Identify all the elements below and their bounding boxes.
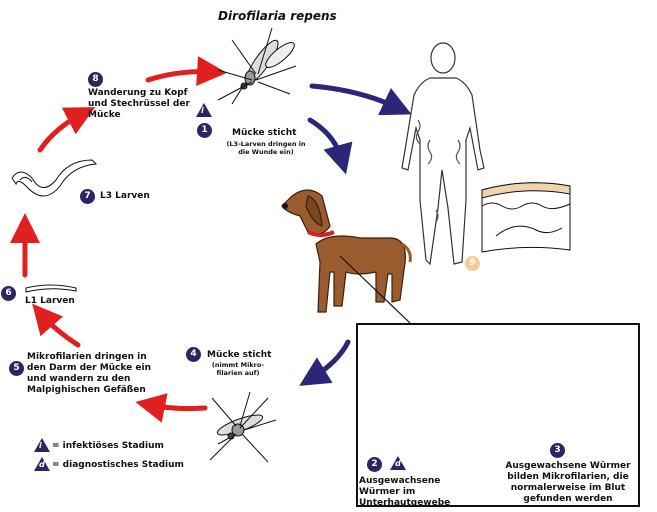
step-4-label: Mücke sticht — [207, 350, 272, 360]
step-7-label: L3 Larven — [100, 191, 150, 201]
inset-pointer-line — [339, 255, 411, 324]
adult-worm-inset — [356, 323, 640, 507]
red-cycle-arrows — [9, 56, 227, 423]
legend-infective-text: = infektiöses Stadium — [52, 441, 164, 451]
skin-cross-section — [481, 182, 571, 253]
step-7-badge: 7 — [80, 189, 95, 204]
legend-diagnostic-marker: d — [34, 457, 50, 471]
step-5-label: Mikrofilarien dringen in den Darm der Mü… — [27, 352, 151, 395]
l1-larva-illustration — [25, 284, 77, 293]
step-8-badge: 8 — [88, 72, 103, 87]
mosquito-top-illustration — [217, 27, 297, 105]
infective-stage-symbol: i — [201, 106, 204, 115]
legend-diagnostic-text: = diagnostisches Stadium — [52, 460, 184, 470]
human-illustration — [401, 42, 485, 266]
diagram-title: Dirofilaria repens — [218, 9, 337, 23]
dog-illustration — [281, 189, 412, 313]
step-6-label: L1 Larven — [25, 296, 75, 306]
diagnostic-stage-marker: d — [390, 456, 406, 470]
legend-infective-symbol: i — [39, 441, 42, 450]
step-2-label: Ausgewachsene Würmer im Unterhautgewebe — [359, 476, 451, 508]
arrow-4-to-5 — [135, 393, 208, 423]
step-4-badge: 4 — [186, 347, 201, 362]
legend-diagnostic-symbol: d — [39, 460, 45, 469]
step-1-sub: (L3-Larven dringen in die Wunde ein) — [226, 140, 306, 156]
step-9-badge: 9 — [465, 256, 480, 271]
step-6-badge: 6 — [1, 286, 16, 301]
step-3-label: Ausgewachsene Würmer bilden Mikrofilarie… — [505, 461, 631, 504]
step-2-badge: 2 — [367, 457, 382, 472]
diagnostic-stage-symbol: d — [395, 459, 401, 468]
arrow-mosquito-to-human — [309, 83, 412, 116]
arrow-5-to-6 — [32, 303, 81, 348]
arrow-dog-to-mosquito — [299, 339, 351, 386]
step-3-badge: 3 — [550, 443, 565, 458]
mosquito-bottom-illustration — [209, 391, 277, 463]
step-1-badge: 1 — [197, 123, 212, 138]
arrow-8-to-1 — [145, 56, 227, 87]
arrow-mosquito-to-dog — [307, 117, 353, 175]
step-5-badge: 5 — [9, 361, 24, 376]
step-4-sub: (nimmt Mikro- filarien auf) — [211, 361, 265, 377]
step-1-label: Mücke sticht — [232, 128, 297, 138]
l3-larva-illustration — [11, 159, 98, 197]
infective-stage-marker: i — [196, 103, 212, 117]
legend-infective-marker: i — [34, 438, 50, 452]
arrow-7-to-8 — [37, 107, 96, 153]
step-8-label: Wanderung zu Kopf und Stechrüssel der Mü… — [88, 88, 190, 120]
